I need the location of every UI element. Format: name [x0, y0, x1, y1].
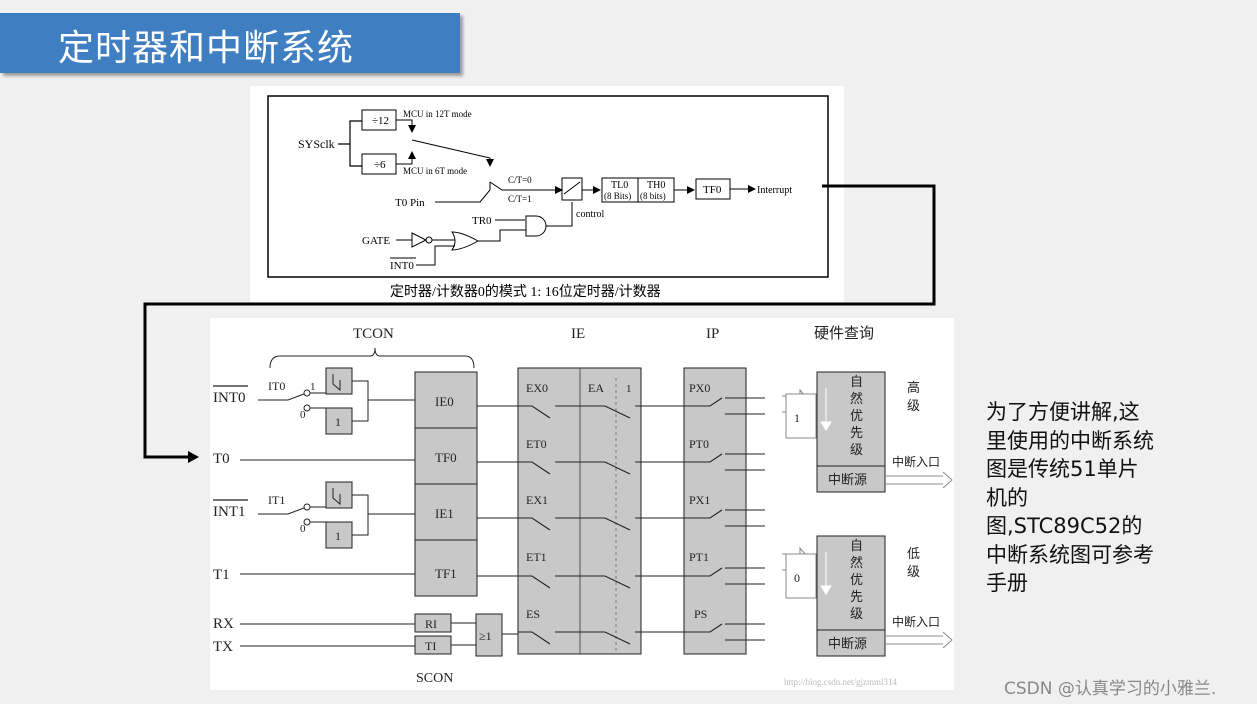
it1-zero: 0: [300, 523, 306, 535]
ct1-label: C/T=1: [508, 194, 532, 204]
control-label: control: [576, 209, 605, 220]
level-detect-1: [325, 521, 353, 549]
high-interrupt-source: 中断源: [828, 472, 867, 487]
or-gate-label: ≥1: [479, 629, 492, 643]
one-label-0: 1: [335, 415, 341, 429]
priority-ps: PS: [694, 607, 707, 621]
ea-one: 1: [626, 383, 632, 395]
low-input-arrow: [785, 553, 817, 599]
gate-label: GATE: [362, 235, 390, 247]
ea-label: EA: [588, 381, 604, 395]
tr0-label: TR0: [472, 215, 492, 227]
timer-mode-diagram: SYSclk ÷12 ÷6 MCU in 12T mode MCU in 6T …: [250, 86, 844, 302]
t0pin-label: T0 Pin: [395, 197, 425, 209]
tl0-label: TL0: [611, 180, 628, 191]
tf1-flag-box: [414, 539, 478, 597]
high-input-one: 1: [794, 411, 800, 425]
one-label-1: 1: [335, 529, 341, 543]
hw-header: 硬件查询: [814, 325, 874, 342]
flag-tf0: TF0: [435, 450, 457, 465]
control-switch-box: [561, 177, 583, 201]
high-interrupt-entry: 中断入口: [892, 454, 940, 469]
tf0-flag-box: [414, 427, 478, 485]
int0-label: INT0: [390, 260, 414, 272]
sysclk-label: SYSclk: [298, 137, 335, 151]
ri-label: RI: [425, 617, 437, 631]
interrupt-label: Interrupt: [757, 185, 792, 196]
it1-label: IT1: [268, 493, 285, 507]
csdn-watermark: CSDN @认真学习的小雅兰.: [1004, 679, 1217, 699]
ct0-label: C/T=0: [508, 175, 532, 185]
explanation-note: 为了方便讲解,这里使用的中断系统图是传统51单片机的图,STC89C52的中断系…: [986, 400, 1154, 595]
ie-header: IE: [571, 326, 585, 342]
it0-zero: 0: [300, 409, 306, 421]
tf0-label: TF0: [703, 184, 722, 196]
it0-one: 1: [310, 381, 316, 393]
th0-bits: (8 bits): [640, 191, 666, 201]
flag-ie0: IE0: [435, 394, 454, 409]
low-priority-box: [816, 535, 886, 657]
high-input-arrow: [785, 393, 817, 439]
flag-ie1: IE1: [435, 506, 454, 521]
enable-et0: ET0: [526, 437, 547, 451]
source-int0: INT0: [213, 390, 246, 406]
interrupt-system-diagram: TCON IE IP 硬件查询 IE0 TF0 IE1 TF1 INT0 T0 …: [210, 318, 954, 690]
priority-px0: PX0: [689, 381, 710, 395]
slide-title: 定时器和中断系统: [58, 28, 355, 69]
tcon-header: TCON: [353, 326, 394, 342]
and-gate: [525, 215, 547, 237]
enable-et1: ET1: [526, 550, 547, 564]
scon-label: SCON: [416, 671, 453, 686]
source-tx: TX: [213, 639, 233, 655]
div6-label: ÷6: [374, 159, 386, 171]
source-int1: INT1: [213, 504, 246, 520]
low-natural-priority: 自然优先级: [850, 539, 864, 622]
title-banner: 定时器和中断系统: [0, 13, 460, 73]
image-url: http://blog.csdn.net/gjzmml314: [784, 677, 897, 687]
source-t1: T1: [213, 567, 230, 583]
low-label: 低级: [907, 547, 921, 580]
ti-label: TI: [425, 639, 436, 653]
source-t0: T0: [213, 451, 230, 467]
low-interrupt-entry: 中断入口: [892, 614, 940, 629]
ip-register: [683, 367, 747, 655]
priority-pt1: PT1: [689, 550, 709, 564]
ip-header: IP: [706, 326, 719, 342]
priority-pt0: PT0: [689, 437, 709, 451]
flag-tf1: TF1: [435, 566, 457, 581]
mode12-label: MCU in 12T mode: [403, 109, 472, 119]
ie1-box: [414, 483, 478, 541]
high-priority-box: [816, 371, 886, 493]
enable-ex1: EX1: [526, 493, 548, 507]
low-interrupt-source: 中断源: [828, 636, 867, 651]
high-label: 高级: [907, 381, 921, 414]
div12-label: ÷12: [372, 115, 389, 127]
ie0-box: [414, 371, 478, 429]
or-gate: [451, 231, 480, 251]
tl0-bits: (8 Bits): [604, 191, 631, 201]
source-rx: RX: [213, 616, 234, 632]
mode6-label: MCU in 6T mode: [403, 166, 467, 176]
high-natural-priority: 自然优先级: [850, 375, 864, 458]
timer-caption: 定时器/计数器0的模式 1: 16位定时器/计数器: [390, 284, 661, 300]
level-detect-0: [325, 407, 353, 435]
clock-select-switch: [411, 139, 494, 167]
enable-es: ES: [526, 607, 540, 621]
not-gate: [411, 232, 428, 248]
priority-px1: PX1: [689, 493, 710, 507]
th0-label: TH0: [647, 180, 665, 191]
it0-label: IT0: [268, 379, 285, 393]
serial-or-gate: [475, 613, 503, 657]
enable-ex0: EX0: [526, 381, 548, 395]
low-input-zero: 0: [794, 571, 800, 585]
